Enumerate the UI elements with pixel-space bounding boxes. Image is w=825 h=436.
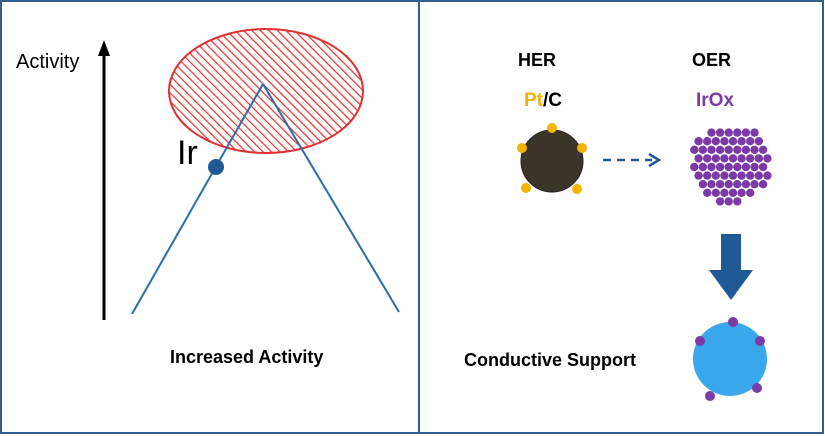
irox-nanoparticle: [720, 188, 729, 197]
pt-c-label: Pt/C: [524, 90, 562, 112]
irox-nanoparticle: [758, 145, 768, 154]
irox-nanoparticle: [741, 128, 751, 137]
irox-nanoparticle: [737, 137, 746, 146]
irox-nanoparticle: [711, 171, 720, 180]
irox-nanoparticle: [754, 154, 763, 163]
irox-nanoparticle: [698, 145, 708, 154]
irox-nanoparticle: [720, 171, 729, 180]
volcano-plot: [98, 28, 400, 320]
irox-nanoparticle: [694, 171, 703, 180]
irox-nanoparticle: [737, 188, 746, 197]
irox-nanoparticle: [750, 162, 759, 172]
conductive-support-label: Conductive Support: [464, 350, 636, 370]
volcano-right-line: [262, 83, 400, 313]
irox-nanoparticle: [746, 154, 755, 163]
left-panel: Activity Ir Increased Activity: [0, 0, 420, 434]
irox-nanoparticle: [728, 154, 738, 163]
irox-nanoparticle: [733, 197, 742, 206]
right-panel: HER Pt/C OER IrOx Conductive Support: [418, 0, 824, 434]
irox-nanoparticle: [715, 145, 725, 154]
irox-nanoparticle: [724, 197, 733, 206]
irox-nanoparticle: [728, 188, 738, 197]
irox-nanoparticle: [690, 145, 699, 154]
irox-nanoparticle: [720, 137, 729, 146]
irox-nanoparticle: [724, 145, 733, 154]
irox-nanoparticle: [703, 137, 712, 146]
irox-nanoparticle: [758, 180, 768, 189]
pt-nanoparticles: [517, 123, 587, 194]
irox-nanoparticle: [737, 154, 746, 163]
irox-nanoparticle: [750, 128, 759, 137]
irox-nanoparticle: [746, 171, 755, 180]
ir-label: Ir: [177, 134, 198, 172]
irox-nanoparticle: [728, 171, 738, 180]
conductive-support-particle: [693, 322, 767, 396]
down-arrow: [709, 234, 753, 300]
irox-on-support: [695, 317, 765, 401]
irox-nanoparticle: [733, 162, 742, 172]
irox-nanoparticle: [698, 180, 708, 189]
irox-nanoparticle: [698, 162, 708, 172]
irox-nanoparticle: [758, 162, 768, 172]
irox-nanoparticle: [754, 171, 763, 180]
carbon-particle: [520, 129, 584, 193]
irox-nanoparticle: [750, 145, 759, 154]
irox-nanoparticle: [707, 145, 716, 154]
irox-nanoparticle: [728, 137, 738, 146]
pt-label: Pt: [524, 90, 543, 111]
irox-nanoparticle: [690, 162, 699, 172]
irox-nanoparticle: [746, 137, 755, 146]
irox-nanoparticle: [711, 137, 720, 146]
irox-nanoparticle: [750, 180, 759, 189]
irox-nanoparticle: [737, 171, 746, 180]
volcano-left-line: [131, 83, 264, 315]
irox-nanoparticle: [741, 162, 751, 172]
irox-cluster: [690, 128, 772, 206]
catalyst-schematic: [517, 123, 772, 401]
irox-nanoparticle: [741, 145, 751, 154]
irox-nanoparticle: [707, 128, 716, 137]
c-label: /C: [543, 90, 562, 111]
irox-nanoparticle: [711, 188, 720, 197]
irox-nanoparticle: [724, 180, 733, 189]
irox-nanoparticle: [724, 128, 733, 137]
irox-nanoparticle: [754, 137, 763, 146]
activity-axis-arrowhead: [98, 40, 110, 56]
oer-label: OER: [692, 50, 732, 70]
irox-nanoparticle: [694, 137, 703, 146]
irox-nanoparticle: [715, 197, 725, 206]
dashed-arrow-head: [648, 152, 662, 168]
irox-nanoparticle: [707, 180, 716, 189]
irox-nanoparticle: [694, 154, 703, 163]
irox-nanoparticle: [703, 154, 712, 163]
ir-point: [208, 159, 224, 175]
irox-nanoparticle: [715, 128, 725, 137]
irox-nanoparticle: [733, 128, 742, 137]
her-label: HER: [518, 50, 557, 70]
irox-nanoparticle: [715, 180, 725, 189]
y-axis-label: Activity: [16, 51, 80, 73]
irox-nanoparticle: [703, 188, 712, 197]
irox-nanoparticle: [733, 145, 742, 154]
irox-nanoparticle: [703, 171, 712, 180]
irox-nanoparticle: [763, 154, 772, 163]
optimal-region-ellipse: [168, 28, 364, 154]
irox-label: IrOx: [696, 90, 735, 111]
irox-nanoparticle: [715, 162, 725, 172]
irox-nanoparticle: [733, 180, 742, 189]
irox-nanoparticle: [724, 162, 733, 172]
irox-nanoparticle: [711, 154, 720, 163]
caption-increased-activity: Increased Activity: [170, 347, 324, 367]
irox-nanoparticle: [746, 188, 755, 197]
irox-nanoparticle: [741, 180, 751, 189]
irox-nanoparticle: [763, 171, 772, 180]
irox-nanoparticle: [720, 154, 729, 163]
irox-nanoparticle: [707, 162, 716, 172]
